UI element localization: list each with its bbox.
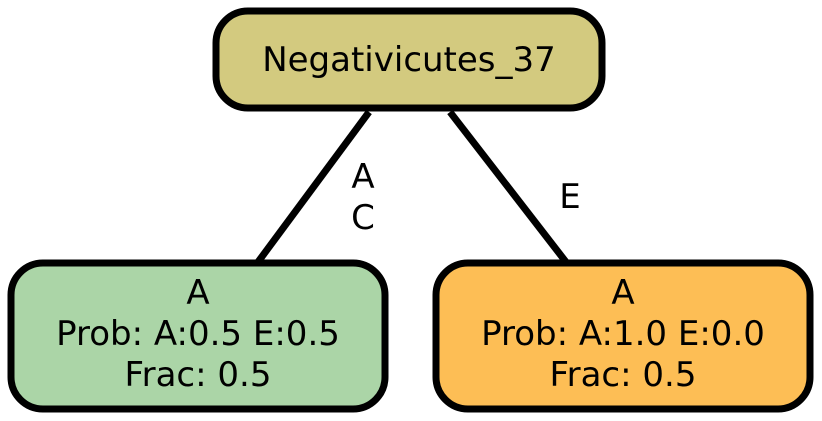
edge-line-right [447,109,569,265]
edge-root-to-left: A C [255,109,375,265]
left-leaf-frac: Frac: 0.5 [125,355,272,395]
left-leaf-node: A Prob: A:0.5 E:0.5 Frac: 0.5 [7,259,389,413]
edge-label-left-line2: C [351,198,375,238]
root-node-box [212,7,606,112]
left-leaf-node-box [7,259,389,413]
edge-root-to-right: E [447,109,581,265]
root-node-label: Negativicutes_37 [262,40,556,80]
edge-label-left-line1: A [351,157,374,197]
left-leaf-class: A [186,273,209,313]
root-node: Negativicutes_37 [212,7,606,112]
right-leaf-class: A [611,273,634,313]
edge-line-left [255,109,372,265]
right-leaf-node-box [432,259,814,413]
right-leaf-frac: Frac: 0.5 [550,355,697,395]
right-leaf-prob: Prob: A:1.0 E:0.0 [481,314,765,354]
left-leaf-prob: Prob: A:0.5 E:0.5 [56,314,340,354]
right-leaf-node: A Prob: A:1.0 E:0.0 Frac: 0.5 [432,259,814,413]
edge-label-right: E [559,177,580,217]
